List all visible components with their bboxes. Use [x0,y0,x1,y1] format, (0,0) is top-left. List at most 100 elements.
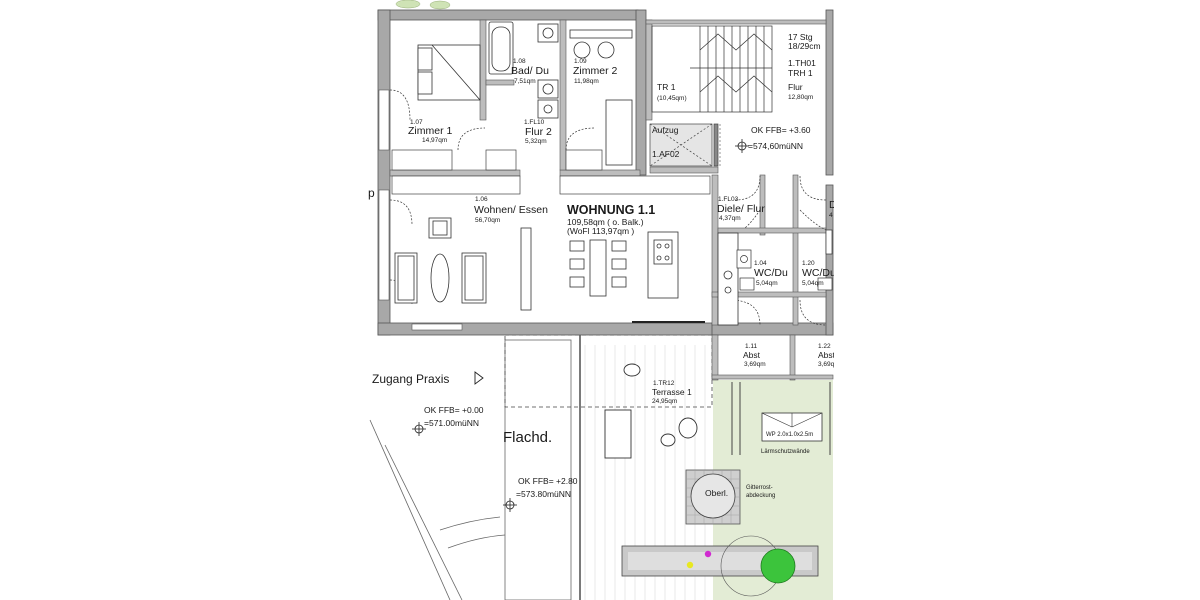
room-number-bad: 1.08 [513,58,526,65]
skylight-circle [690,473,736,519]
wc1-fixtures [736,249,755,291]
flat-roof-label: Flachd. [503,429,552,446]
level-marker-2 [412,422,426,436]
wc2-fixtures [817,229,833,291]
sofa-left [394,252,418,304]
sofa-right [461,252,487,304]
level-marker-1 [735,139,749,153]
stair-code: 1.TH01 [788,58,816,68]
balcony-outline [504,334,713,408]
heat-pump-label: WP 2.0x1.0x2.5m [766,432,813,438]
room-area-wohnen: 56,70qm [475,217,500,224]
apartment-wofl: (WoFl 113,97qm ) [567,226,634,236]
window-bottom [411,323,463,331]
lounge-table [623,363,641,377]
kitchen-counter [717,232,739,326]
room-number-zimmer1: 1.07 [410,119,423,126]
room-name-diele: Diele/ Flur [717,203,765,215]
room-area-zimmer1: 14,97qm [422,137,447,144]
room-area-zimmer2: 11,98qm [574,78,599,85]
room-name-zimmer1: Zimmer 1 [408,125,452,137]
room-name-wc2: WC/Du [802,267,836,279]
level-1-value: =574,60müNN [748,141,803,151]
room-number-diele: 1.FL03 [718,196,739,203]
elevator-code: 1.AF02 [652,149,680,159]
room-number-wc2: 1.20 [802,260,815,267]
level-3-text: OK FFB= +2.80 [518,476,578,486]
grate-label-1: Gitterrost- [746,485,773,491]
room-number-abst1: 1.11 [745,343,758,350]
entry-arrow-icon [474,371,484,385]
room-name-flur2: Flur 2 [525,126,552,138]
interior-walls [389,19,834,381]
room-name-abst1: Abst [743,350,761,360]
stair-tr-area: (10,45qm) [657,95,687,102]
room-number-wohnen: 1.06 [475,196,488,203]
window-sills [391,149,711,195]
edge-label-p: p [368,186,375,200]
stair-trh: TRH 1 [788,68,813,78]
lawn-strip [504,339,572,600]
room-name-zimmer2: Zimmer 2 [573,65,617,77]
coffee-table [430,253,450,303]
flower-yellow [686,561,694,569]
stair-flur: Flur [788,82,803,92]
room-number-flur2: 1.FL10 [524,119,545,126]
room-number-zimmer2: 1.09 [574,58,587,65]
staircase [651,25,773,113]
room-area-wc1: 5,04qm [756,280,778,287]
skylight-label: Oberl. [705,488,728,498]
room-area-diele: 4,37qm [719,215,741,222]
room-number-wc1: 1.04 [754,260,767,267]
edge-label-4: 4 [829,212,833,219]
flower-pink [704,550,712,558]
kitchen-island [647,231,679,299]
lounge-chair-2 [678,417,698,439]
room-area-terrasse: 24,95qm [652,398,677,405]
room-area-flur2: 5,32qm [525,138,547,145]
entrance-label: Zugang Praxis [372,372,449,386]
windows-left [378,89,390,301]
zimmer2-furniture [569,29,633,166]
armchair [428,217,452,239]
room-area-wc2: 5,04qm [802,280,824,287]
level-marker-3 [503,498,517,512]
room-area-abst2: 3,69qm [818,361,840,368]
level-3-value: =573.80müNN [516,489,571,499]
apartment-area: 109,58qm ( o. Balk.) [567,217,644,227]
grate-label-2: abdeckung [746,493,775,499]
room-name-bad: Bad/ Du [511,65,549,77]
room-name-wohnen: Wohnen/ Essen [474,204,548,216]
dining-set [569,239,627,297]
hedge-shrub [760,548,796,584]
room-area-abst1: 3,69qm [744,361,766,368]
bathtub [488,21,514,75]
stair-ratio: 18/29cm [788,41,821,51]
lounge-chair-1 [660,433,676,447]
room-name-wc1: WC/Du [754,267,788,279]
edge-label-d: D [829,199,837,211]
page-margin-right [834,0,1200,600]
toilet-bad [537,79,559,99]
room-name-abst2: Abst [818,350,836,360]
boundary-lines [369,419,506,600]
level-2-text: OK FFB= +0.00 [424,405,484,415]
room-number-abst2: 1.22 [818,343,831,350]
lounge-sofa [604,409,632,459]
level-1-text: OK FFB= +3.60 [751,125,811,135]
apartment-title: WOHNUNG 1.1 [567,203,655,217]
stair-flur-area: 12,80qm [788,94,813,101]
double-bed [417,44,481,101]
stair-steps: 17 Stg [788,32,813,42]
room-number-terrasse: 1.TR12 [653,380,675,387]
plants-top [395,0,451,10]
noise-barrier-label: Lärmschutzwände [761,449,810,455]
level-2-value: =571.00müNN [424,418,479,428]
elevator-name: Aufzug [652,125,679,135]
washbasin [537,23,559,43]
stair-tr-label: TR 1 [657,82,676,92]
sideboard [520,227,532,311]
room-area-bad: 7,51qm [514,78,536,85]
room-name-terrasse: Terrasse 1 [652,387,692,397]
